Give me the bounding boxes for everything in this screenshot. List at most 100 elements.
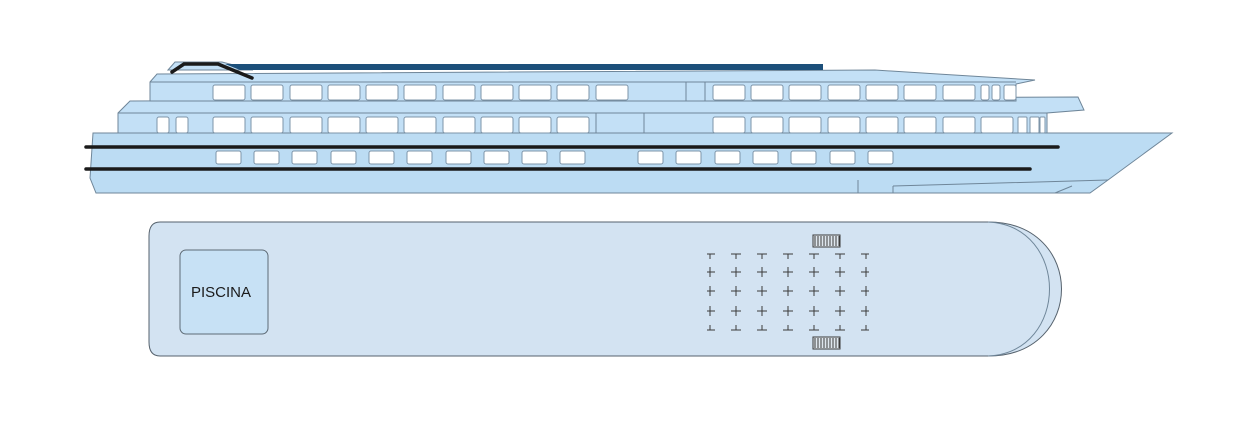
hull-porthole	[215, 150, 242, 165]
sun-lounger-marker	[861, 325, 869, 331]
sun-lounger-marker	[861, 306, 869, 316]
cabin-window	[442, 84, 476, 101]
hull	[89, 132, 1174, 194]
cabin-window	[942, 116, 976, 134]
cabin-window	[712, 116, 746, 134]
sun-lounger-marker	[707, 267, 715, 277]
cabin-window	[827, 84, 861, 101]
roof-accent-stripe	[225, 64, 823, 70]
cabin-window	[212, 84, 246, 101]
swimming-pool	[179, 249, 269, 335]
hull-porthole	[829, 150, 856, 165]
cabin-window	[365, 116, 399, 134]
sun-lounger-marker	[861, 286, 869, 296]
hull-porthole	[675, 150, 702, 165]
cabin-window	[980, 116, 1014, 134]
cabin-window	[750, 116, 784, 134]
sun-lounger-marker	[757, 267, 767, 277]
sun-lounger-marker	[835, 267, 845, 277]
hull-portholes	[215, 150, 894, 165]
bow-curve	[987, 221, 1050, 357]
hull-porthole	[445, 150, 472, 165]
hull-porthole	[714, 150, 741, 165]
sun-lounger-marker	[861, 267, 869, 277]
sun-lounger-grid	[707, 253, 869, 331]
sun-lounger-marker	[783, 253, 793, 259]
hull-porthole	[637, 150, 664, 165]
cabin-window	[556, 84, 590, 101]
hull-porthole	[253, 150, 280, 165]
sun-lounger-marker	[835, 286, 845, 296]
hull-porthole	[406, 150, 433, 165]
cabin-window	[156, 116, 170, 134]
staircase-treads	[814, 236, 840, 348]
sun-lounger-marker	[731, 267, 741, 277]
sun-lounger-marker	[861, 253, 869, 259]
hull-porthole	[790, 150, 817, 165]
cabin-window	[942, 84, 976, 101]
sun-lounger-marker	[757, 253, 767, 259]
sun-lounger-marker	[757, 306, 767, 316]
sun-lounger-marker	[731, 306, 741, 316]
sun-lounger-marker	[707, 253, 715, 259]
hull-porthole	[368, 150, 395, 165]
middle-deck-windows	[156, 116, 1046, 134]
cabin-window	[1017, 116, 1028, 134]
cabin-window	[442, 116, 476, 134]
sun-lounger-marker	[783, 267, 793, 277]
hull-porthole	[559, 150, 586, 165]
cabin-window	[865, 84, 899, 101]
hull-porthole	[483, 150, 510, 165]
sun-deck-top-view: PISCINA	[148, 221, 1062, 357]
cabin-window	[788, 84, 822, 101]
roof-sweep-stripe	[170, 62, 254, 80]
cabin-window	[250, 116, 284, 134]
sun-lounger-marker	[835, 253, 845, 259]
cabin-window	[327, 116, 361, 134]
bow-plating	[857, 179, 1109, 194]
cabin-window	[327, 84, 361, 101]
sun-lounger-marker	[783, 286, 793, 296]
cabin-window	[991, 84, 1001, 101]
cabin-window	[903, 116, 937, 134]
sun-lounger-marker	[809, 325, 819, 331]
sun-lounger-marker	[835, 325, 845, 331]
ship-side-view	[84, 61, 1174, 194]
hull-porthole	[291, 150, 318, 165]
cabin-window	[712, 84, 746, 101]
cabin-window	[289, 116, 323, 134]
sun-lounger-marker	[731, 253, 741, 259]
cabin-window	[403, 116, 437, 134]
cabin-window	[595, 84, 629, 101]
hull-porthole	[521, 150, 548, 165]
sun-lounger-marker	[783, 306, 793, 316]
cabin-window	[518, 116, 552, 134]
hull-porthole	[330, 150, 357, 165]
sun-lounger-marker	[731, 286, 741, 296]
cabin-window	[212, 116, 246, 134]
pool-label: PISCINA	[191, 284, 251, 301]
cabin-window	[556, 116, 590, 134]
sun-lounger-marker	[809, 267, 819, 277]
cabin-window	[827, 116, 861, 134]
sun-lounger-marker	[757, 286, 767, 296]
cabin-window	[480, 116, 514, 134]
sun-lounger-marker	[707, 286, 715, 296]
sun-lounger-marker	[731, 325, 741, 331]
cabin-window	[1003, 84, 1017, 101]
sun-lounger-marker	[707, 306, 715, 316]
sun-lounger-marker	[809, 253, 819, 259]
cabin-window	[518, 84, 552, 101]
sun-lounger-marker	[809, 286, 819, 296]
cabin-window	[1029, 116, 1040, 134]
cabin-window	[750, 84, 784, 101]
sun-lounger-marker	[835, 306, 845, 316]
cabin-window	[980, 84, 990, 101]
cabin-window	[1039, 116, 1046, 134]
sun-deck-outline	[148, 221, 1062, 357]
sun-lounger-marker	[783, 325, 793, 331]
cabin-window	[365, 84, 399, 101]
upper-deck-windows	[212, 84, 1017, 101]
cabin-window	[903, 84, 937, 101]
